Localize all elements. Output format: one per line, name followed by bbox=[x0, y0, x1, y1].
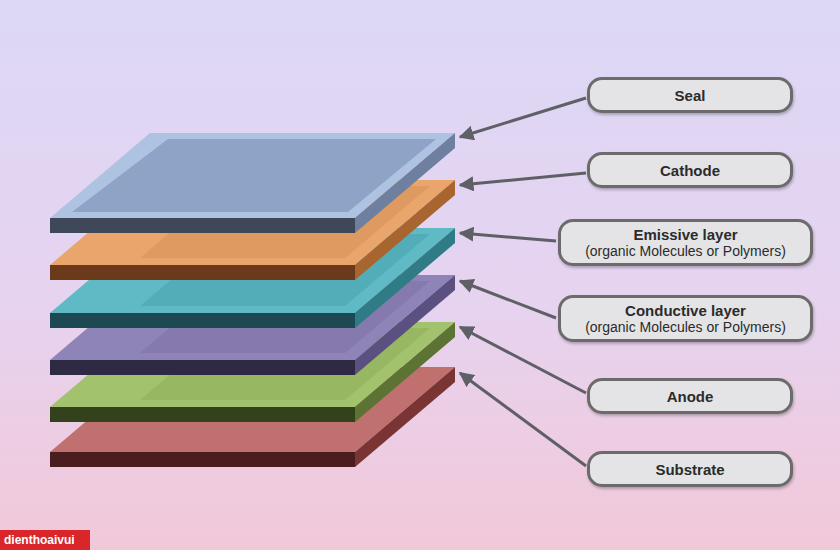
layer-name: Cathode bbox=[660, 162, 720, 179]
label-box: Cathode bbox=[587, 152, 793, 188]
label-box: Emissive layer(organic Molecules or Poly… bbox=[558, 219, 813, 266]
layer-name: Anode bbox=[667, 388, 714, 405]
layer-material: (organic Molecules or Polymers) bbox=[585, 243, 786, 259]
watermark: dienthoaivui bbox=[4, 531, 75, 549]
layer-name: Conductive layer bbox=[625, 302, 746, 319]
watermark-badge bbox=[0, 530, 90, 550]
label-box: Substrate bbox=[587, 451, 793, 487]
layer-material: (organic Molecules or Polymers) bbox=[585, 319, 786, 335]
layer-name: Substrate bbox=[655, 461, 724, 478]
label-box: Seal bbox=[587, 77, 793, 113]
label-box: Conductive layer(organic Molecules or Po… bbox=[558, 295, 813, 342]
layer-name: Seal bbox=[675, 87, 706, 104]
layer-name: Emissive layer bbox=[633, 226, 737, 243]
leader-arrows bbox=[460, 98, 586, 466]
label-box: Anode bbox=[587, 378, 793, 414]
seal-layer bbox=[50, 133, 455, 233]
